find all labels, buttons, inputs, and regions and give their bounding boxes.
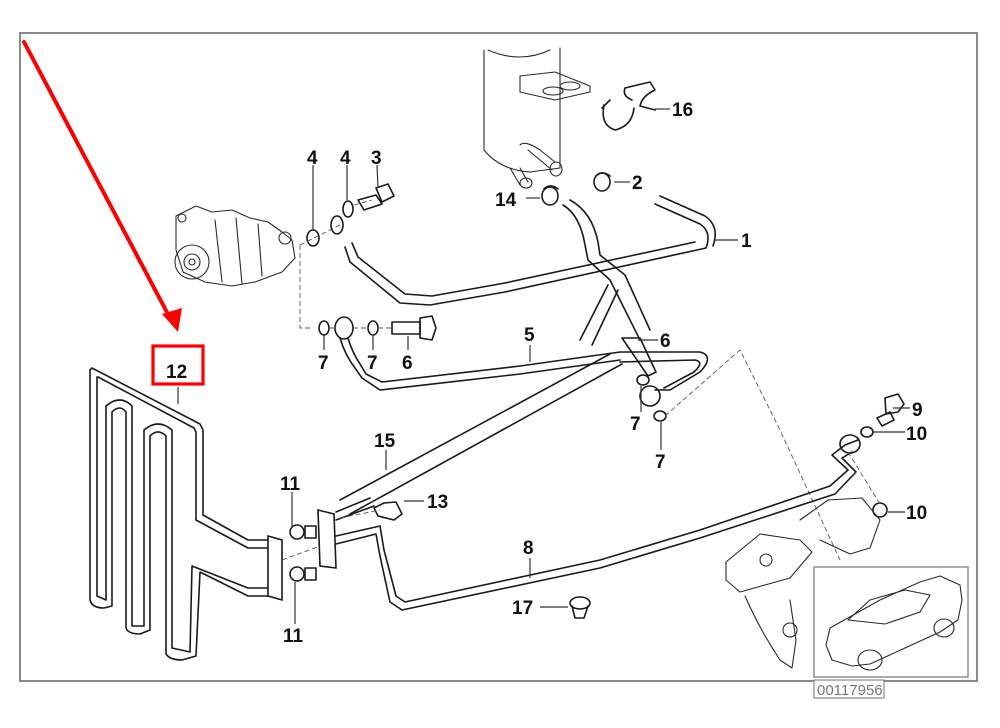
hose-1-drawing <box>344 195 716 346</box>
diagram-frame <box>19 32 978 682</box>
callout-10a[interactable]: 10 <box>906 424 927 445</box>
callout-6b[interactable]: 6 <box>660 331 671 352</box>
callout-9[interactable]: 9 <box>912 400 923 421</box>
leader-lines <box>177 108 910 624</box>
callout-7c[interactable]: 7 <box>630 414 641 435</box>
highlight-annotation <box>22 40 205 386</box>
reference-number: 00117956 <box>817 682 883 699</box>
banjo-fittings-upper <box>299 183 395 329</box>
steering-gear-drawing <box>725 497 881 669</box>
callout-7a[interactable]: 7 <box>318 353 329 374</box>
callout-7b[interactable]: 7 <box>367 353 378 374</box>
line-15-drawing <box>339 353 623 515</box>
callout-10b[interactable]: 10 <box>906 503 927 524</box>
reference-number-box: 00117956 <box>813 679 885 699</box>
oil-cooler-coil-12-drawing <box>89 367 269 661</box>
clamp-2-drawing <box>593 172 611 192</box>
callout-13[interactable]: 13 <box>427 492 448 513</box>
callout-12[interactable]: 12 <box>166 362 187 383</box>
callout-1[interactable]: 1 <box>741 231 752 252</box>
callout-6a[interactable]: 6 <box>402 353 413 374</box>
callout-7d[interactable]: 7 <box>655 452 666 473</box>
callout-5[interactable]: 5 <box>524 325 535 346</box>
callout-15[interactable]: 15 <box>374 431 396 452</box>
banjo-fittings-right <box>839 393 905 518</box>
callout-labels: 1 2 3 4 4 5 6 6 7 7 7 7 8 9 10 10 11 11 … <box>166 100 927 647</box>
callout-14[interactable]: 14 <box>495 190 517 211</box>
rivet-17-drawing <box>569 596 591 619</box>
arrow-head-icon <box>162 308 182 332</box>
banjo-fittings-lower-left <box>318 315 621 391</box>
callout-8[interactable]: 8 <box>523 538 534 559</box>
vehicle-location-inset <box>813 566 969 678</box>
power-steering-pump-drawing <box>174 205 296 287</box>
highlight-box-part-12 <box>151 344 205 386</box>
callout-2[interactable]: 2 <box>632 173 643 194</box>
callout-4b[interactable]: 4 <box>340 148 351 169</box>
callout-11a[interactable]: 11 <box>280 474 301 495</box>
callout-11b[interactable]: 11 <box>283 626 304 647</box>
red-arrow <box>22 40 172 320</box>
inset-frame <box>813 566 969 678</box>
clamp-14-drawing <box>541 185 559 206</box>
callout-16[interactable]: 16 <box>672 100 693 121</box>
holder-16-drawing <box>601 81 656 131</box>
reservoir-drawing <box>483 47 591 189</box>
callout-17[interactable]: 17 <box>512 598 533 619</box>
flange-connector-drawing <box>267 439 859 611</box>
callout-4a[interactable]: 4 <box>307 148 318 169</box>
line-5-right <box>619 337 841 561</box>
callout-3[interactable]: 3 <box>371 148 382 169</box>
